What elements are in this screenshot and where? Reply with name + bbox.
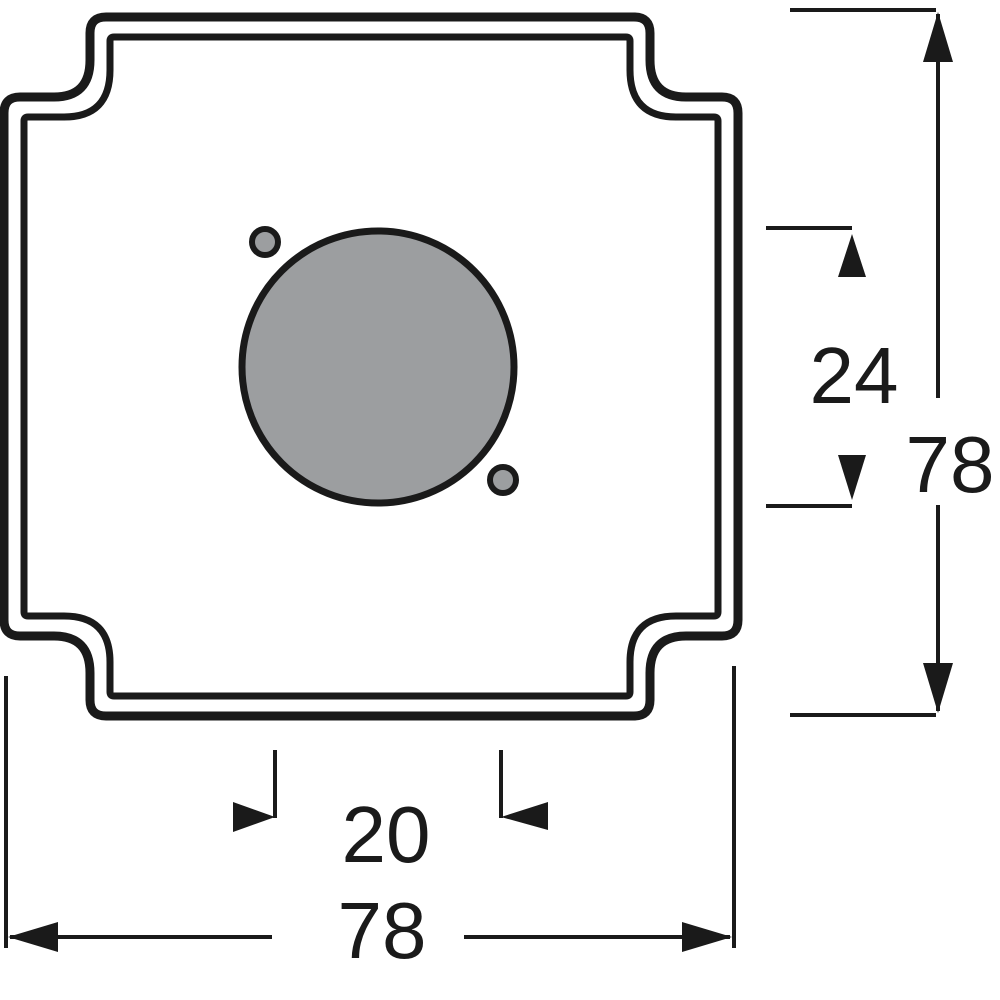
horizontal-spacing-arrow-left (233, 802, 275, 832)
hole-spacing-horizontal-label: 20 (342, 790, 431, 879)
connector-cutout-group (238, 226, 519, 507)
width-arrow-right (682, 922, 732, 952)
hole-spacing-horizontal-dimension (233, 750, 548, 832)
overall-height-dimension (790, 8, 953, 717)
overall-height-label: 78 (906, 420, 995, 509)
height-arrow-top (923, 12, 953, 62)
overall-width-label: 78 (338, 886, 427, 975)
mounting-hole-bottom-right (487, 464, 519, 496)
vertical-spacing-arrow-bottom (838, 455, 866, 500)
connector-cutout (238, 227, 518, 507)
mounting-plate (0, 12, 743, 721)
hole-spacing-vertical-dimension (766, 226, 866, 508)
vertical-spacing-arrow-top (838, 234, 866, 277)
plate-inner-outline (20, 33, 722, 700)
horizontal-spacing-arrow-right (501, 802, 548, 830)
overall-width-dimension (4, 666, 736, 952)
hole-spacing-vertical-label: 24 (810, 331, 899, 420)
width-arrow-left (8, 922, 58, 952)
mounting-hole-top-left (249, 226, 281, 258)
plate-outer-outline (0, 12, 743, 721)
height-arrow-bottom (923, 663, 953, 713)
